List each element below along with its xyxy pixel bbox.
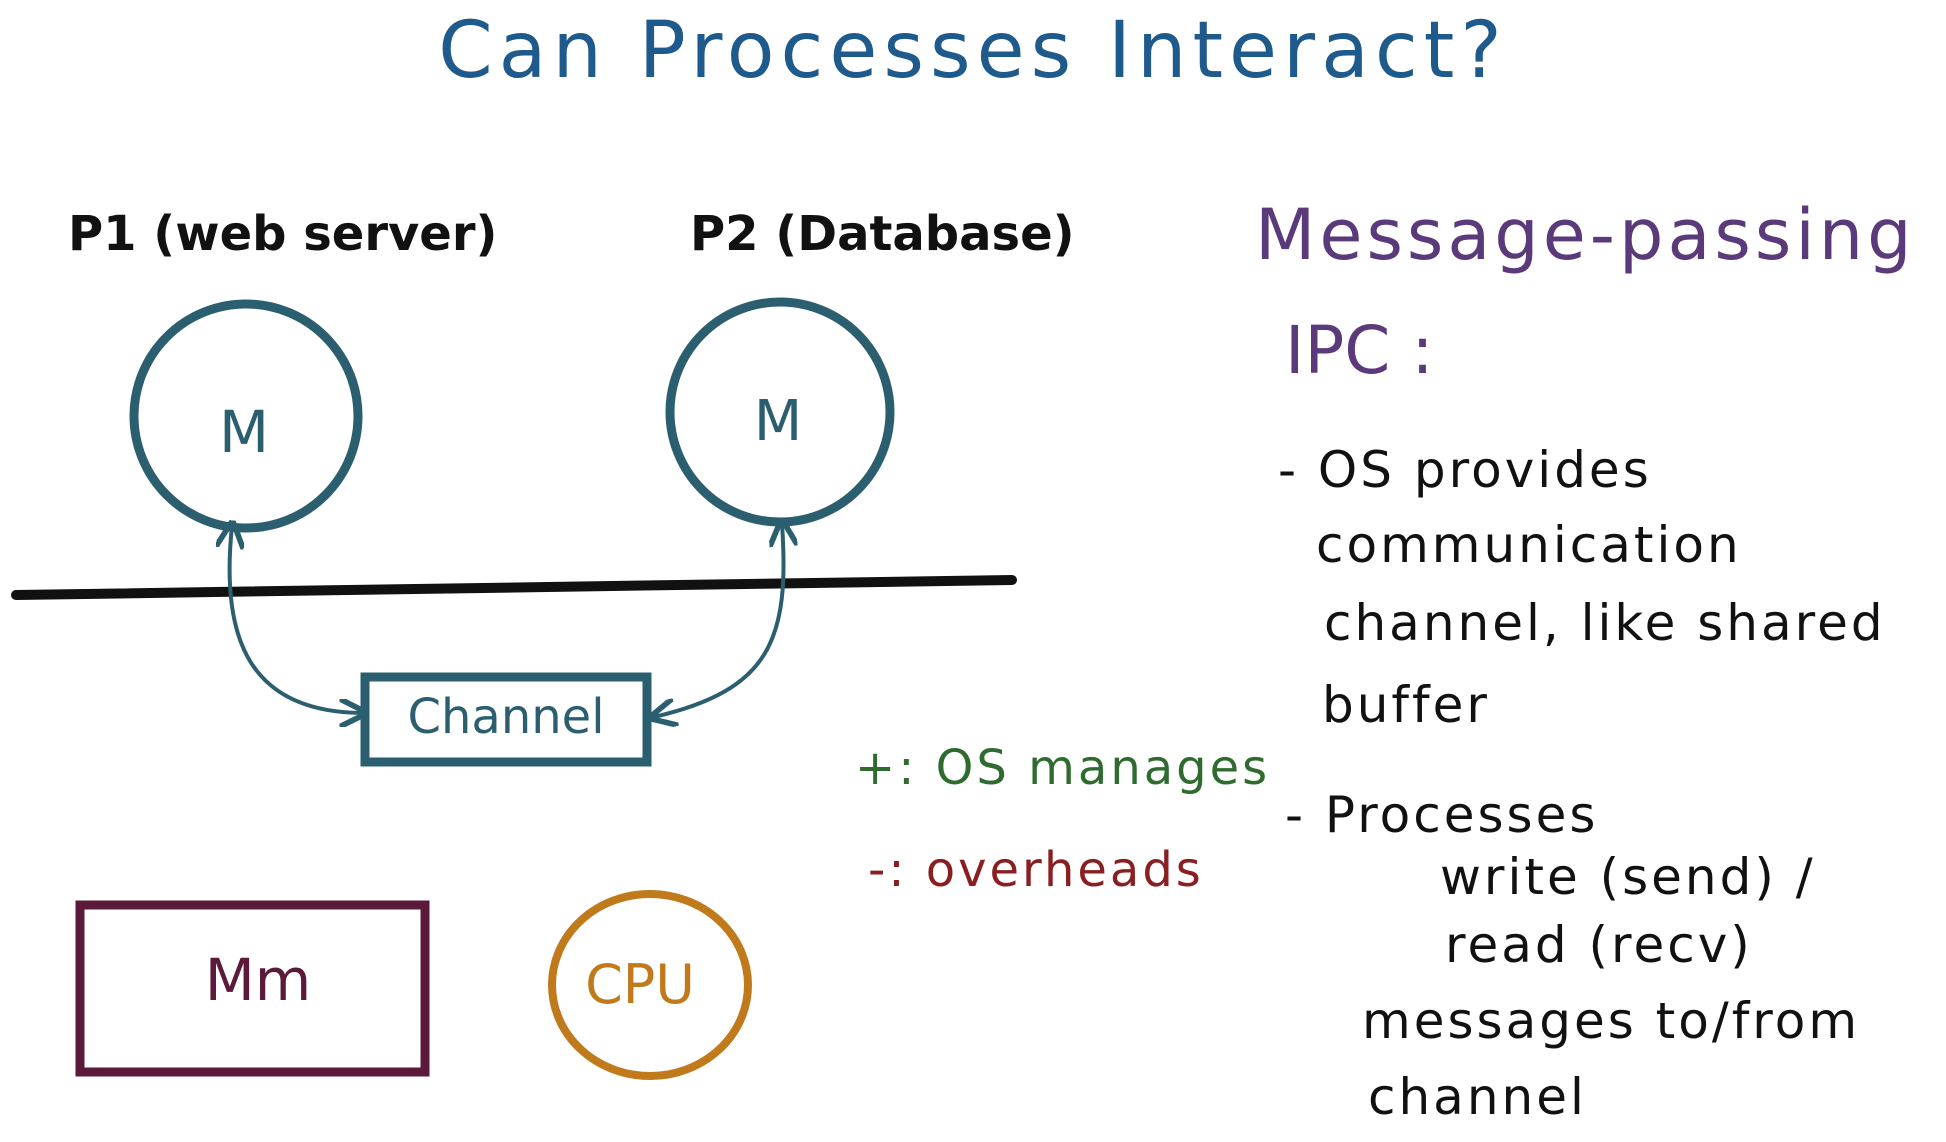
- page-title: Can Processes Interact?: [438, 6, 1508, 96]
- point2-line2: write (send) /: [1440, 848, 1816, 906]
- process2-memory-label: M: [754, 389, 802, 454]
- main-memory-box: [75, 900, 430, 1077]
- process1-memory-label: M: [219, 398, 269, 466]
- point1-line3: channel, like shared: [1324, 594, 1886, 652]
- channel-label: Channel: [407, 689, 604, 745]
- message-passing-title: Message-passing: [1255, 194, 1916, 276]
- con-note: -: overheads: [868, 842, 1204, 898]
- point1-line2: communication: [1316, 516, 1742, 574]
- point2-line4: messages to/from: [1362, 992, 1861, 1050]
- arrow-p1-channel: [230, 526, 362, 713]
- point1-line4: buffer: [1322, 676, 1490, 734]
- arrow-p2-channel: [654, 524, 784, 717]
- point2-line3: read (recv): [1445, 916, 1753, 974]
- process1-label: P1 (web server): [68, 206, 498, 262]
- point2-line1: - Processes: [1285, 786, 1599, 844]
- cpu-label: CPU: [585, 953, 695, 1016]
- main-memory-label: Mm: [205, 946, 312, 1014]
- kernel-boundary-line: [11, 575, 1017, 600]
- pro-note: +: OS manages: [855, 740, 1271, 796]
- message-passing-subtitle: IPC :: [1285, 312, 1434, 389]
- point2-line5: channel: [1368, 1068, 1587, 1126]
- cpu-circle: [548, 890, 752, 1080]
- point1-line1: - OS provides: [1278, 441, 1652, 499]
- process2-label: P2 (Database): [690, 206, 1075, 262]
